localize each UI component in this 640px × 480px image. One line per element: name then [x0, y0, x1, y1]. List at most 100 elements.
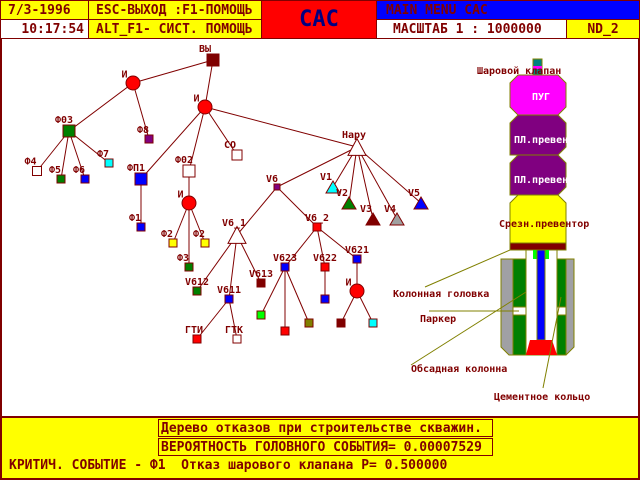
tree-node-and4[interactable] — [349, 283, 365, 299]
tree-node-f8[interactable] — [144, 134, 154, 144]
tree-node-f4[interactable] — [32, 166, 42, 176]
tree-edge — [36, 130, 70, 172]
tree-node-label: V6 — [266, 174, 278, 185]
tree-node-label: V622 — [313, 253, 337, 264]
tree-node-label: Нару — [342, 130, 366, 141]
scale-display: МАСШТАБ 1 : 1000000 — [376, 19, 567, 39]
tree-node-naru[interactable] — [347, 137, 367, 156]
tree-edge — [356, 146, 422, 204]
tree-node-v613[interactable] — [256, 278, 266, 288]
tree-node-f02[interactable] — [182, 164, 196, 178]
tree-node-label: V4 — [384, 204, 396, 215]
tree-node-f2a[interactable] — [168, 238, 178, 248]
tree-edge — [68, 130, 110, 164]
tree-node-label: Ф03 — [55, 115, 73, 126]
tree-node-v61[interactable] — [227, 225, 247, 244]
tree-edge — [196, 234, 238, 292]
tree-node-label: V613 — [249, 269, 273, 280]
tree-edge — [60, 130, 70, 180]
tree-node-v612[interactable] — [192, 286, 202, 296]
tree-node-gtk[interactable] — [232, 334, 242, 344]
hint-exit-help: ESC-ВЫХОД :F1-ПОМОЩЬ — [88, 0, 262, 20]
tree-edge — [188, 106, 206, 172]
tree-edge — [276, 186, 318, 228]
tree-node-label: Ф1 — [129, 213, 141, 224]
tree-node-label: И — [122, 70, 128, 81]
tree-node-co[interactable] — [231, 149, 243, 161]
tree-node-gti[interactable] — [192, 334, 202, 344]
tree-node-and1[interactable] — [125, 75, 141, 91]
tree-node-c3[interactable] — [304, 318, 314, 328]
hint-system-help: ALT_F1- СИСТ. ПОМОЩЬ — [88, 19, 262, 39]
tree-node-c5[interactable] — [336, 318, 346, 328]
tree-node-f2b[interactable] — [200, 238, 210, 248]
tree-node-label: Ф2 — [193, 229, 205, 240]
tree-node-label: Ф02 — [175, 155, 193, 166]
tree-node-v1[interactable] — [325, 180, 341, 194]
tree-node-v6[interactable] — [273, 183, 281, 191]
tree-edge — [140, 106, 206, 180]
tree-edge — [316, 226, 358, 260]
tree-node-label: И — [194, 94, 200, 105]
preventer1-label: ПЛ.превентор — [514, 135, 586, 146]
tree-node-f6[interactable] — [80, 174, 90, 184]
tree-node-top[interactable] — [206, 53, 220, 67]
app-title: САС — [261, 0, 377, 39]
tree-edge — [356, 146, 374, 220]
tree-edge — [204, 59, 214, 108]
tree-node-label: ФП1 — [127, 163, 145, 174]
tree-node-label: Ф8 — [137, 125, 149, 136]
tree-node-c6[interactable] — [368, 318, 378, 328]
tree-node-f7[interactable] — [104, 158, 114, 168]
tree-node-label: V621 — [345, 245, 369, 256]
map-id: ND_2 — [566, 19, 640, 39]
tree-node-label: Ф4 — [25, 157, 37, 168]
tree-node-label: СО — [224, 140, 236, 151]
tree-node-fp1[interactable] — [134, 172, 148, 186]
tree-node-v5[interactable] — [413, 196, 429, 210]
tree-node-label: V623 — [273, 253, 297, 264]
tree-node-c2[interactable] — [280, 326, 290, 336]
tree-node-label: ГТИ — [185, 325, 203, 336]
cement-ring-label: Цементное кольцо — [494, 392, 590, 403]
critical-event: КРИТИЧ. СОБЫТИЕ - Ф1 Отказ шарового клап… — [9, 458, 448, 473]
tree-node-label: V2 — [336, 188, 348, 199]
tree-node-label: V611 — [217, 285, 241, 296]
tree-node-label: ГТК — [225, 325, 243, 336]
tree-node-v62[interactable] — [312, 222, 322, 232]
tree-node-v3[interactable] — [365, 212, 381, 226]
tree-node-c1[interactable] — [256, 310, 266, 320]
time-display: 10:17:54 — [0, 19, 89, 39]
tree-node-f03[interactable] — [62, 124, 76, 138]
tree-edge — [276, 146, 358, 188]
tree-node-v611[interactable] — [224, 294, 234, 304]
tree-node-label: Ф3 — [177, 253, 189, 264]
tree-node-label: V6_2 — [305, 213, 329, 224]
casing-head-label: Колонная головка — [393, 289, 489, 300]
tree-node-v622[interactable] — [320, 262, 330, 272]
tree-node-label: V6_1 — [222, 218, 246, 229]
tree-title: Дерево отказов при строительстве скважин… — [158, 419, 493, 437]
tree-node-v2[interactable] — [341, 196, 357, 210]
tree-node-c4[interactable] — [320, 294, 330, 304]
tree-edge — [316, 226, 326, 268]
date-display: 7/3-1996 — [0, 0, 89, 20]
tree-node-label: Ф7 — [97, 149, 109, 160]
tree-node-f1[interactable] — [136, 222, 146, 232]
tree-edge — [228, 234, 238, 300]
tree-edge — [348, 146, 358, 204]
tree-edge — [204, 106, 358, 148]
tree-node-and2[interactable] — [197, 99, 213, 115]
tree-node-f5[interactable] — [56, 174, 66, 184]
tree-node-v621[interactable] — [352, 254, 362, 264]
tree-node-v4[interactable] — [389, 212, 405, 226]
top-event-probability: ВЕРОЯТНОСТЬ ГОЛОВНОГО СОБЫТИЯ= 0.0000752… — [158, 438, 493, 456]
main-menu-title[interactable]: MAIN MENU САС — [376, 0, 640, 20]
tree-node-and3[interactable] — [181, 195, 197, 211]
tree-node-v623[interactable] — [280, 262, 290, 272]
tree-edge — [284, 266, 310, 324]
tree-node-f3[interactable] — [184, 262, 194, 272]
tree-node-label: И — [346, 278, 352, 289]
